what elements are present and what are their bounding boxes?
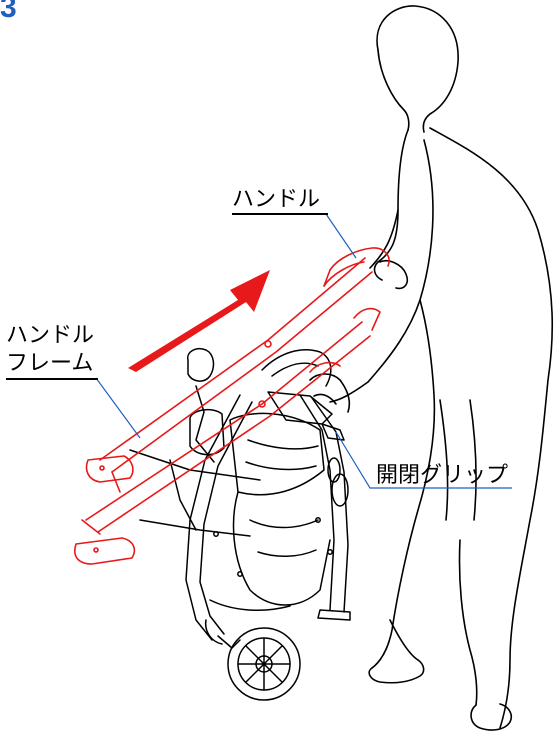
handle-leader: [325, 213, 357, 259]
grip-leader: [335, 431, 512, 489]
handle-label: ハンドル: [232, 186, 321, 211]
handle-frame-label-line2: フレーム: [6, 350, 94, 375]
handle-frame-label-line1: ハンドル: [6, 322, 95, 347]
handle-highlight: [74, 247, 390, 565]
person-figure: [309, 5, 554, 731]
step-number: 3: [0, 0, 17, 24]
handle-frame-label-underline: [6, 378, 98, 380]
grip-label: 開閉グリップ: [376, 462, 509, 487]
direction-arrow: [128, 270, 270, 372]
leader-lines: [95, 213, 512, 489]
handle-label-underline: [232, 213, 328, 215]
handle-frame-leader: [95, 377, 141, 439]
stroller-body: [129, 348, 351, 701]
